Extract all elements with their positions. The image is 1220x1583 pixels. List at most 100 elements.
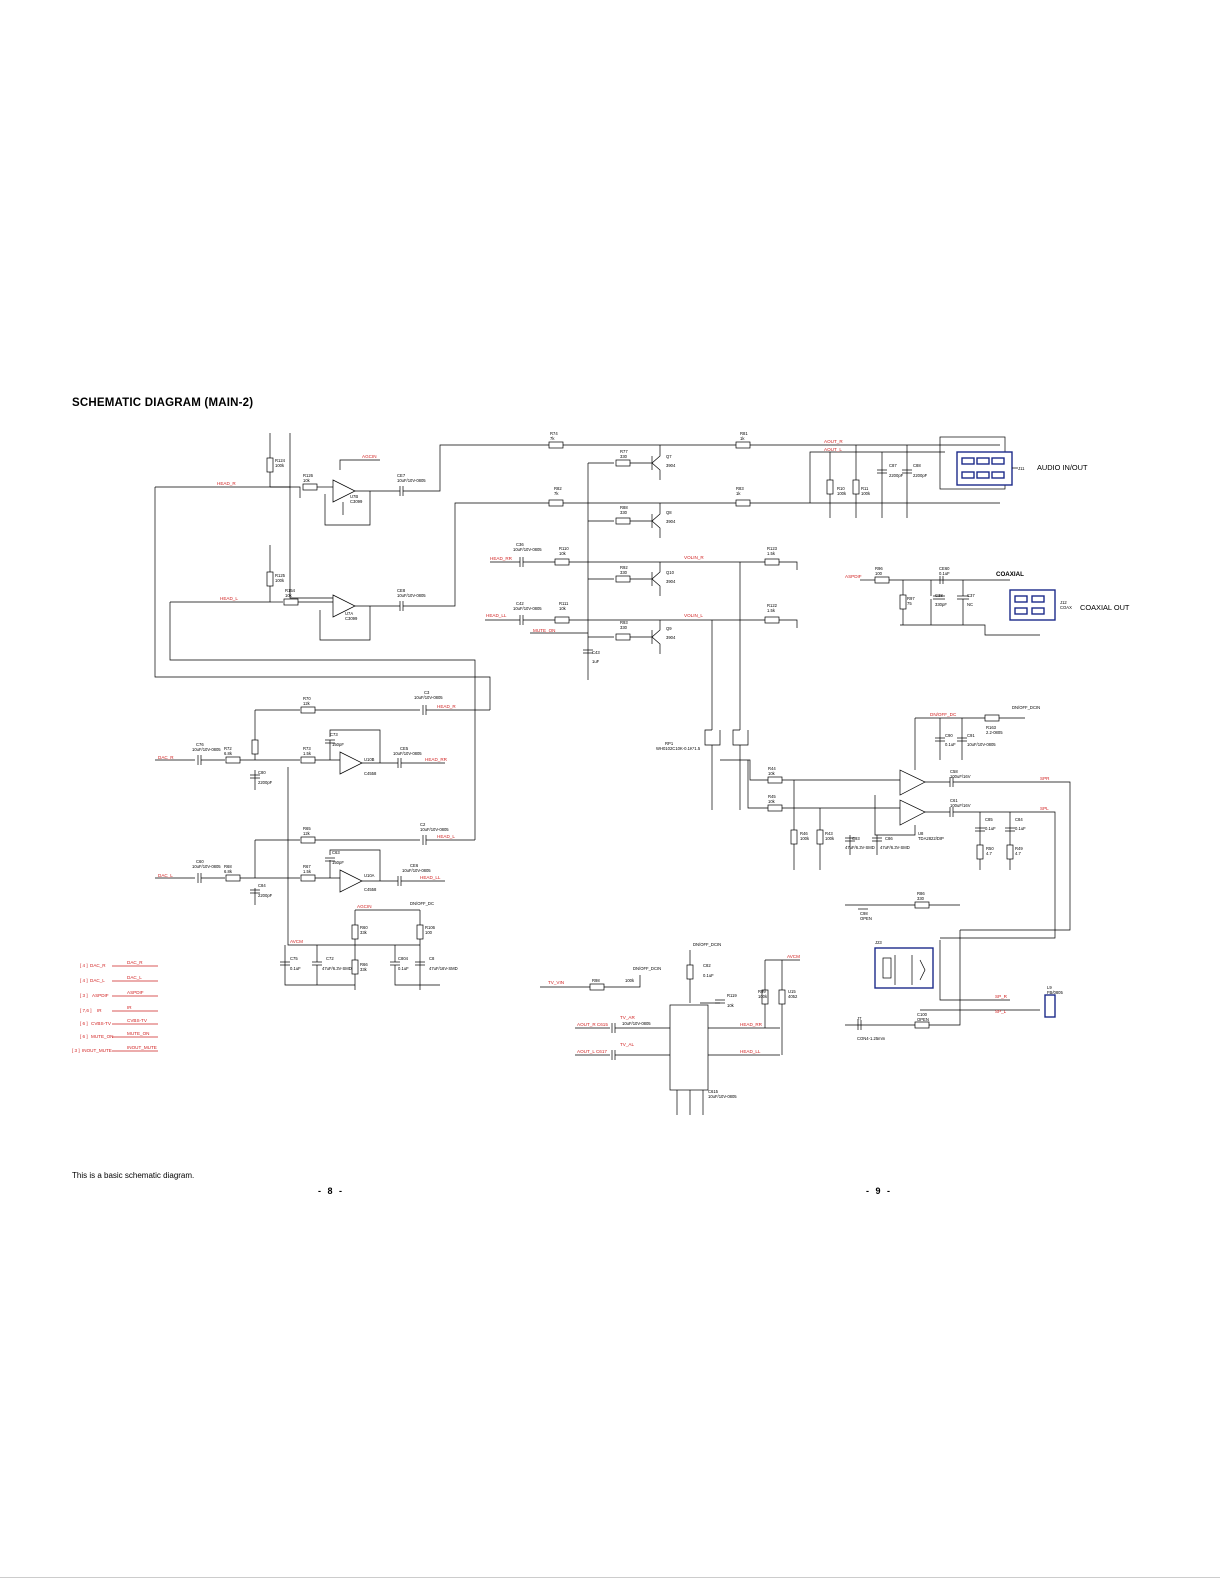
- val-ce7: 10uF/10V-0805: [397, 478, 426, 483]
- port-sheet-1: [ 4 ]: [80, 978, 88, 983]
- val-c86: 47uF/6.3V-SMD: [880, 845, 910, 850]
- ref-r92: R92: [620, 565, 628, 570]
- val-r74: 7k: [550, 436, 555, 441]
- net-dac-l: DAC_L: [158, 873, 173, 878]
- val-c85: 0.1uF: [985, 826, 996, 831]
- val-u7a: C3099: [345, 616, 358, 621]
- val-r60: 33k: [360, 930, 368, 935]
- ref-u15: C615: [708, 1089, 719, 1094]
- val-c91: 10uF/10V-0805: [967, 742, 996, 747]
- val-r122: 1.5k: [767, 608, 776, 613]
- val-c84b: 0.1uF: [1015, 826, 1026, 831]
- val-r86: 330: [917, 896, 925, 901]
- val-q7: 3904: [666, 463, 676, 468]
- net-head-ll-2: HEAD_LL: [486, 613, 507, 618]
- val-c60: 10uF/10V-0805: [192, 864, 221, 869]
- val-r83: 1k: [736, 491, 741, 496]
- val-c37: NC: [967, 602, 973, 607]
- val-c88: 2200pF: [913, 473, 928, 478]
- ref-q7: Q7: [666, 454, 672, 459]
- ref-r96: R96: [875, 566, 883, 571]
- port-name-0: DAC_R: [90, 963, 106, 968]
- coaxial-out-label: COAXIAL OUT: [1080, 603, 1130, 612]
- mux-block: [540, 950, 800, 1115]
- net-head-rr: HEAD_RR: [425, 757, 448, 762]
- val-r98: 100k: [758, 994, 768, 999]
- resistor-r83: [735, 499, 751, 507]
- net-avcm: AVCM: [290, 939, 303, 944]
- val-ce5: 10uF/10V-0805: [393, 751, 422, 756]
- val-c80: 2200pF: [258, 780, 273, 785]
- port-sheet-0: [ 4 ]: [80, 963, 88, 968]
- ref-c72: C72: [326, 956, 334, 961]
- val-r106: 100: [425, 930, 433, 935]
- val-r10: 100k: [837, 491, 847, 496]
- val-c61: 100uF/16V: [950, 803, 971, 808]
- net-agcin: AGCIN: [357, 904, 372, 909]
- net-dnoff-dcin: DN/OFF_DCIN: [1012, 705, 1040, 710]
- port-name-3: IR: [97, 1008, 102, 1013]
- val-c73: 150pF: [332, 742, 344, 747]
- val-c75: 0.1uF: [290, 966, 301, 971]
- net-spl: SPL: [1040, 806, 1049, 811]
- val-r99: 4052: [788, 994, 798, 999]
- port-name-6: INOUT_MUTE: [82, 1048, 112, 1053]
- ref-q10: Q10: [666, 570, 675, 575]
- val-r85: OPEN: [917, 1017, 929, 1022]
- val-r46: 100k: [800, 836, 810, 841]
- ref-r65: R65: [303, 826, 311, 831]
- ref-r124: R124: [275, 458, 286, 463]
- ref-r45: R45: [768, 794, 776, 799]
- net-head-l: HEAD_L: [220, 596, 238, 601]
- val-r82: 7k: [554, 491, 559, 496]
- port-name-2: ASPDIF: [92, 993, 109, 998]
- port-name-4: CVBS-TV: [91, 1021, 112, 1026]
- dac-filter-block: [155, 705, 490, 990]
- ref-c60: C60: [196, 859, 204, 864]
- port-name-1: DAC_L: [90, 978, 105, 983]
- ref-r68: R68: [224, 864, 232, 869]
- ref-r66: R66: [360, 962, 368, 967]
- ref-c2: C2: [420, 822, 426, 827]
- val-c87: 2200pF: [889, 473, 904, 478]
- ref-u10b: U10B: [364, 757, 375, 762]
- port-name-5: MUTE_ON: [91, 1034, 113, 1039]
- val-r163: 2.2-0805: [986, 730, 1003, 735]
- ref-r70: R70: [303, 696, 311, 701]
- val-r43: 100k: [825, 836, 835, 841]
- val-c93: 47uF/6.3V-SMD: [845, 845, 875, 850]
- ref-c98: C98: [860, 911, 868, 916]
- ref-ce6: CE6: [410, 863, 419, 868]
- ref-c76: C76: [196, 742, 204, 747]
- port-name-1b: DAC_L: [127, 975, 142, 980]
- val-q10: 3904: [666, 579, 676, 584]
- ref-c43: C43: [592, 650, 600, 655]
- resistor-r126: [302, 483, 318, 491]
- ref-r10: R10: [837, 486, 845, 491]
- ref-ce5: CE5: [400, 746, 409, 751]
- ref-c82: R119: [727, 993, 737, 998]
- page-title: SCHEMATIC DIAGRAM (MAIN-2): [72, 397, 260, 409]
- ref-r123: R123: [767, 546, 778, 551]
- ref-r46: R46: [800, 831, 808, 836]
- val-r97: 75: [907, 601, 912, 606]
- ref-r43: R43: [825, 831, 833, 836]
- val-c2: 10uF/10V-0805: [420, 827, 449, 832]
- port-name-4b: CVBS-TV: [127, 1018, 148, 1023]
- val-r92: 330: [620, 570, 628, 575]
- net-volin-l: VOLIN_L: [684, 613, 703, 618]
- ref-j7: L9: [1047, 985, 1052, 990]
- ref-c90: C90: [945, 733, 953, 738]
- val-r65: 12k: [303, 831, 311, 836]
- net-head-rr-3: HEAD_RR: [740, 1022, 763, 1027]
- ref-r74: R74: [550, 431, 558, 436]
- mux-u15: [669, 1004, 709, 1091]
- ref-r49: R49: [1015, 846, 1023, 851]
- val-r111: 10k: [559, 606, 567, 611]
- ref-r83: R83: [736, 486, 744, 491]
- port-sheet-5: [ 6 ]: [80, 1034, 88, 1039]
- net-tv-vin: TV_VIN: [548, 980, 564, 985]
- ref-c3: C3: [424, 690, 430, 695]
- net-aspdif: ASPDIF: [845, 574, 862, 579]
